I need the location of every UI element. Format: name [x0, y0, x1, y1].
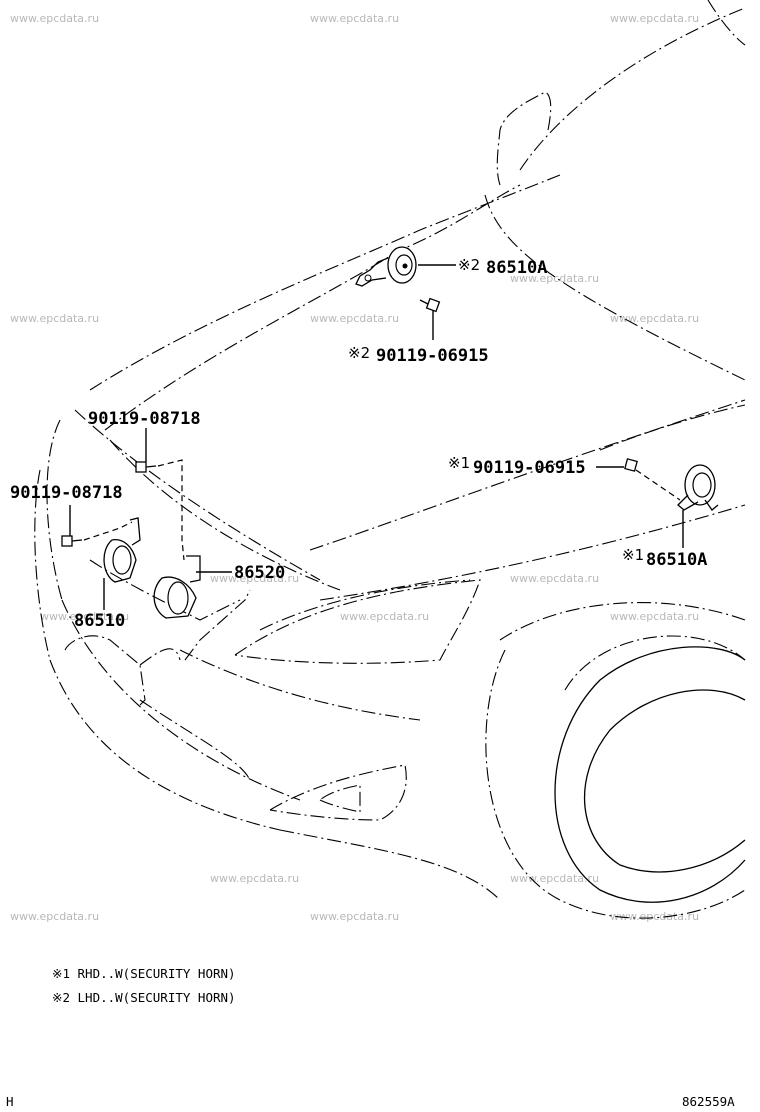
part-number: 90119-06915 [473, 458, 586, 478]
callout-90119-06915-lhd: ※2 90119-06915 [348, 344, 489, 366]
bolt-rhd-icon [624, 458, 638, 472]
part-number: 90119-08718 [88, 409, 201, 429]
diagram-id: 862559A [682, 1094, 735, 1109]
watermark: www.epcdata.ru [510, 872, 599, 885]
watermark: www.epcdata.ru [10, 312, 99, 325]
watermark: www.epcdata.ru [210, 572, 299, 585]
footer-code: H [6, 1094, 14, 1109]
watermark: www.epcdata.ru [510, 572, 599, 585]
callout-mark: ※1 [448, 454, 470, 472]
watermark: www.epcdata.ru [40, 610, 129, 623]
horn-front-right-icon [153, 555, 201, 619]
callout-mark: ※1 [622, 546, 644, 564]
watermark: www.epcdata.ru [10, 12, 99, 25]
callout-90119-08718-upper: 90119-08718 [88, 409, 201, 429]
part-number: 86510A [646, 550, 707, 570]
watermark: www.epcdata.ru [310, 910, 399, 923]
note-rhd: ※1 RHD..W(SECURITY HORN) [52, 966, 236, 981]
callout-86510a-rhd: ※1 86510A [622, 546, 707, 570]
part-number: 86510 [74, 611, 125, 631]
horn-front-left-icon [103, 517, 141, 583]
watermark-layer: www.epcdata.ru www.epcdata.ru www.epcdat… [10, 12, 699, 923]
car-body-outline [34, 0, 746, 919]
horn-rhd-icon [677, 464, 719, 511]
watermark: www.epcdata.ru [610, 910, 699, 923]
part-number: 86520 [234, 563, 285, 583]
callout-mark: ※2 [348, 344, 370, 362]
callout-90119-06915-rhd: ※1 90119-06915 [448, 454, 586, 478]
watermark: www.epcdata.ru [340, 610, 429, 623]
watermark: www.epcdata.ru [210, 872, 299, 885]
notes-legend: ※1 RHD..W(SECURITY HORN) ※2 LHD..W(SECUR… [52, 966, 236, 1005]
part-number: 90119-06915 [376, 346, 489, 366]
note-lhd: ※2 LHD..W(SECURITY HORN) [52, 990, 236, 1005]
callout-86520: 86520 [234, 563, 285, 583]
watermark: www.epcdata.ru [310, 312, 399, 325]
callout-86510: 86510 [74, 611, 125, 631]
part-number: 90119-08718 [10, 483, 123, 503]
watermark: www.epcdata.ru [510, 272, 599, 285]
part-number: 86510A [486, 258, 547, 278]
horn-lhd-icon [355, 246, 417, 287]
bolt-left-icon [61, 535, 83, 547]
callout-86510a-lhd: ※2 86510A [458, 256, 547, 278]
bolt-upper-icon [135, 461, 157, 473]
watermark: www.epcdata.ru [10, 910, 99, 923]
watermark: www.epcdata.ru [610, 610, 699, 623]
bolt-lhd-icon [419, 297, 441, 313]
callout-mark: ※2 [458, 256, 480, 274]
callout-90119-08718-left: 90119-08718 [10, 483, 123, 503]
watermark: www.epcdata.ru [610, 12, 699, 25]
watermark: www.epcdata.ru [310, 12, 399, 25]
watermark: www.epcdata.ru [610, 312, 699, 325]
